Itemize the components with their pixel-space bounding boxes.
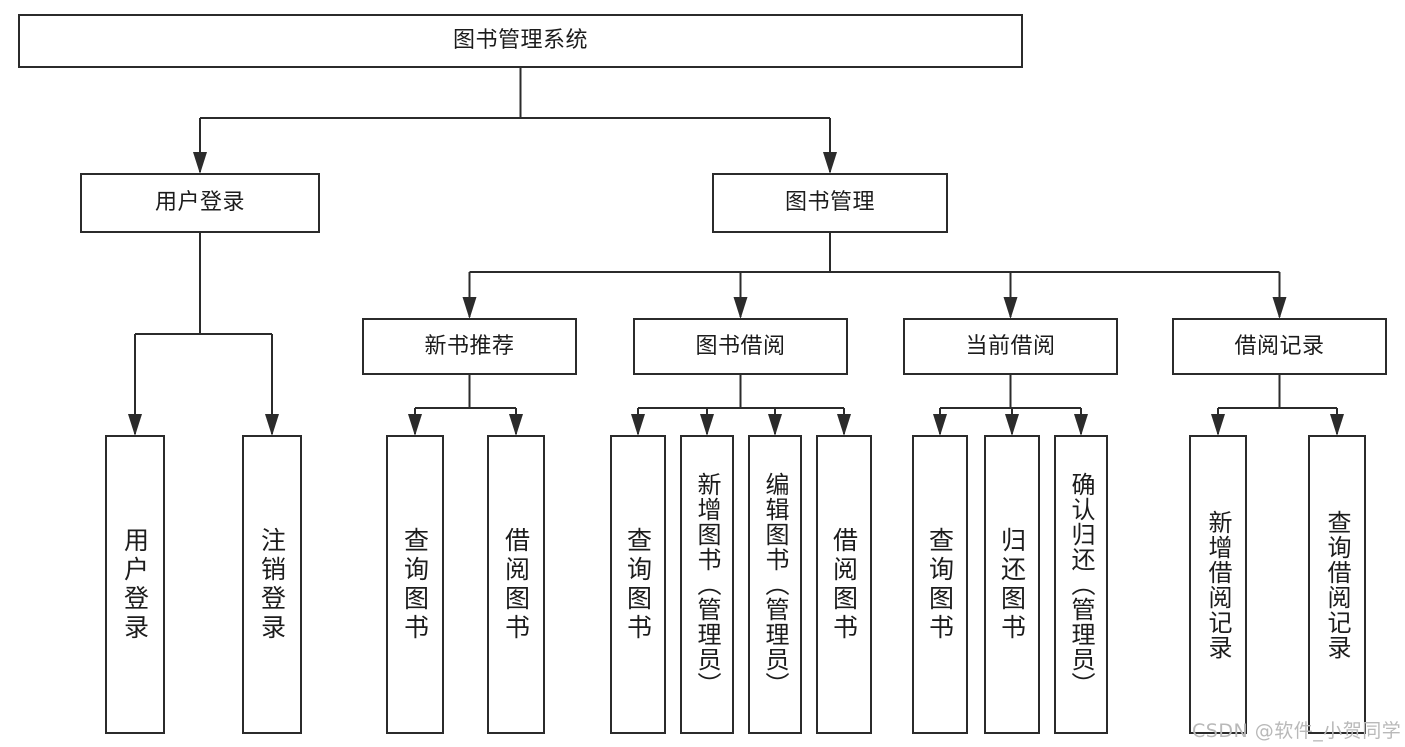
node-book-manage-label: 图书管理 [784,190,875,216]
node-user-login[interactable]: 用户登录 [80,173,320,233]
node-user-login-label: 用户登录 [154,190,245,216]
leaf-query-borrow-record-label: 查询借阅记录 [1323,509,1351,660]
node-current-borrow-label: 当前借阅 [965,333,1056,359]
leaf-return-book[interactable]: 归还图书 [984,435,1040,734]
leaf-edit-book-label: 编辑图书（管理员） [761,472,789,697]
leaf-edit-book[interactable]: 编辑图书（管理员） [748,435,802,734]
node-new-book-recommend[interactable]: 新书推荐 [362,318,577,375]
leaf-borrow-book-1[interactable]: 借阅图书 [487,435,545,734]
leaf-query-book-3-label: 查询图书 [925,526,955,643]
leaf-query-borrow-record[interactable]: 查询借阅记录 [1308,435,1366,734]
leaf-add-borrow-record-label: 新增借阅记录 [1204,509,1232,660]
leaf-add-borrow-record[interactable]: 新增借阅记录 [1189,435,1247,734]
node-book-borrow[interactable]: 图书借阅 [633,318,848,375]
leaf-query-book-3[interactable]: 查询图书 [912,435,968,734]
leaf-confirm-return-label: 确认归还（管理员） [1067,472,1095,697]
leaf-query-book-1[interactable]: 查询图书 [386,435,444,734]
node-new-book-recommend-label: 新书推荐 [424,333,515,359]
leaf-borrow-book-2[interactable]: 借阅图书 [816,435,872,734]
leaf-return-book-label: 归还图书 [997,526,1027,643]
leaf-logout[interactable]: 注销登录 [242,435,302,734]
node-borrow-record[interactable]: 借阅记录 [1172,318,1387,375]
leaf-borrow-book-2-label: 借阅图书 [829,526,859,643]
node-borrow-record-label: 借阅记录 [1234,333,1325,359]
node-current-borrow[interactable]: 当前借阅 [903,318,1118,375]
leaf-query-book-1-label: 查询图书 [400,526,430,643]
leaf-borrow-book-1-label: 借阅图书 [501,526,531,643]
leaf-user-login[interactable]: 用户登录 [105,435,165,734]
watermark: CSDN @软件_小贺同学 [1192,720,1402,742]
leaf-query-book-2-label: 查询图书 [623,526,653,643]
leaf-logout-label: 注销登录 [257,526,287,643]
node-root[interactable]: 图书管理系统 [18,14,1023,68]
leaf-add-book[interactable]: 新增图书（管理员） [680,435,734,734]
leaf-query-book-2[interactable]: 查询图书 [610,435,666,734]
leaf-user-login-label: 用户登录 [120,526,150,643]
node-book-borrow-label: 图书借阅 [695,333,786,359]
node-root-label: 图书管理系统 [452,28,588,54]
leaf-confirm-return[interactable]: 确认归还（管理员） [1054,435,1108,734]
leaf-add-book-label: 新增图书（管理员） [693,472,721,697]
node-book-manage[interactable]: 图书管理 [712,173,948,233]
